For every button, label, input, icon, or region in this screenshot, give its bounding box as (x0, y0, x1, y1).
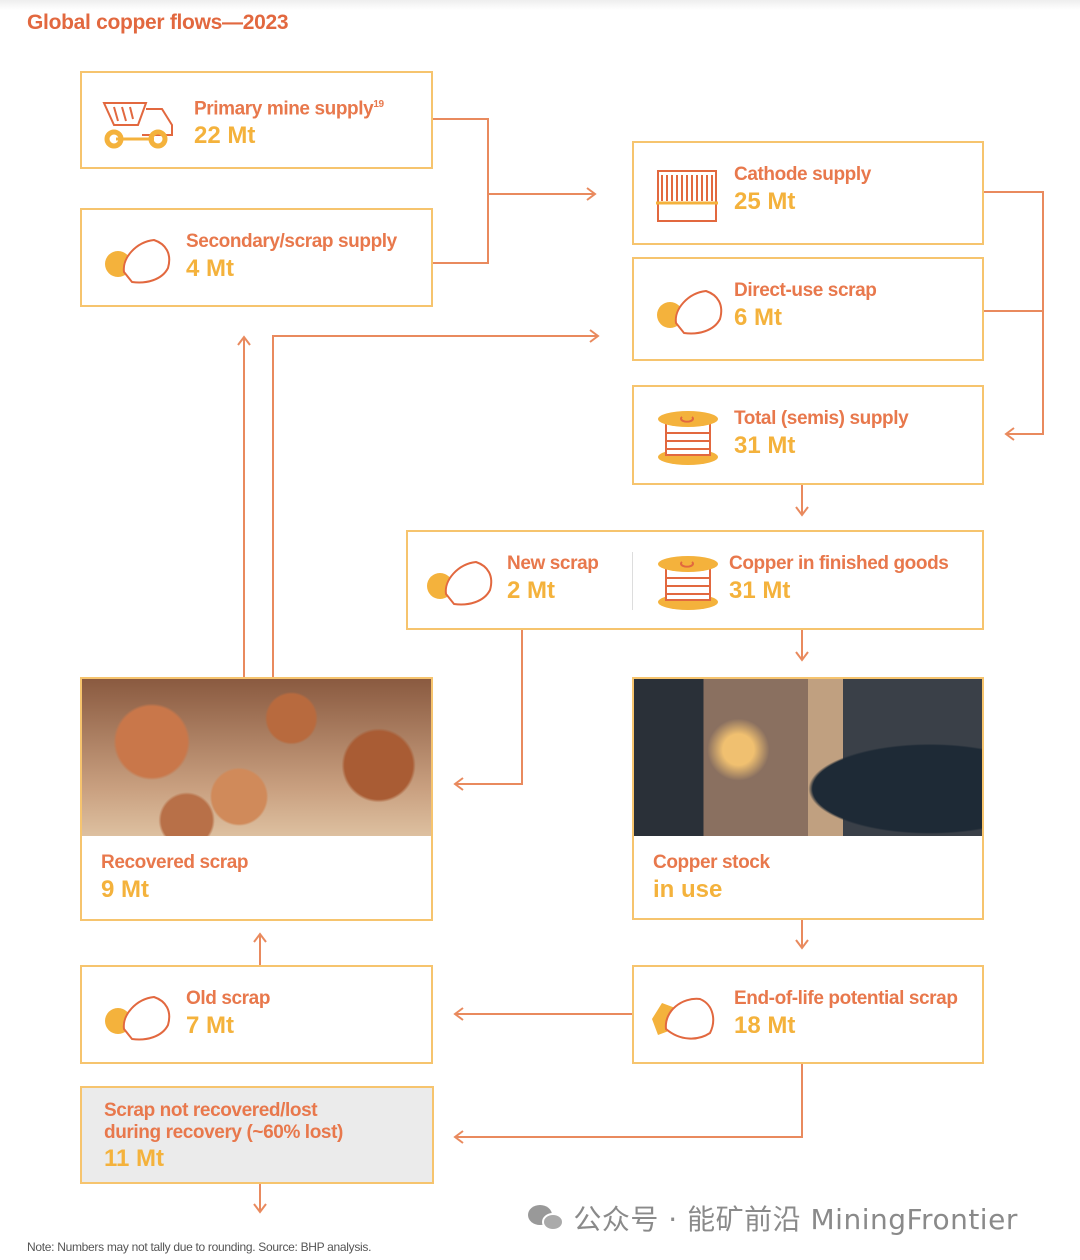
connector-supply-merge (433, 118, 489, 264)
node-label: Secondary/scrap supply (186, 231, 397, 252)
node-value: 2 Mt (507, 577, 555, 604)
node-label: Scrap not recovered/lost (104, 1100, 318, 1121)
copper-scrap-photo (82, 679, 431, 836)
top-bar (0, 0, 1080, 10)
node-value: 25 Mt (734, 188, 796, 215)
node-copper-stock-in-use: Copper stock in use (632, 677, 984, 920)
node-new-scrap-finished-goods: New scrap 2 Mt Copper in finished goods 31… (406, 530, 984, 630)
connector-new-scrap (455, 630, 523, 785)
node-value: 31 Mt (729, 577, 791, 604)
node-label: End-of-life potential scrap (734, 988, 958, 1009)
arrowhead-down (795, 506, 809, 517)
node-label: Old scrap (186, 988, 271, 1009)
wire-spool-icon (658, 411, 718, 465)
arrowhead-left (1004, 427, 1015, 441)
node-value: 9 Mt (101, 876, 149, 903)
node-label-line2: during recovery (~60% lost) (104, 1122, 343, 1143)
node-label: Cathode supply (734, 164, 871, 185)
arrowhead-down (253, 1203, 267, 1214)
node-direct-use-scrap: Direct-use scrap 6 Mt (632, 257, 984, 361)
node-label: Copper in finished goods (729, 553, 949, 574)
scrap-nugget-icon (105, 995, 171, 1041)
arrowhead-up (253, 932, 267, 943)
connector-recovered-direct (272, 335, 598, 677)
node-label: Total (semis) supply (734, 408, 909, 429)
node-primary-mine-supply: Primary mine supply19 22 Mt (80, 71, 433, 169)
scrap-nugget-icon (427, 560, 493, 606)
ev-charging-house-photo (634, 679, 982, 836)
connector-cathode-direct (984, 191, 1044, 435)
scrap-nugget-icon (105, 238, 171, 284)
arrowhead-left (453, 1130, 464, 1144)
node-total-semis-supply: Total (semis) supply 31 Mt (632, 385, 984, 485)
arrowhead-down (795, 939, 809, 950)
node-value: 4 Mt (186, 255, 234, 282)
wire-spool-icon (658, 556, 718, 610)
arrowhead-down (795, 651, 809, 662)
node-value: 18 Mt (734, 1012, 796, 1039)
watermark: 公众号 · 能矿前沿 MiningFrontier (528, 1198, 1018, 1238)
divider (632, 552, 633, 610)
mining-truck-icon (102, 102, 173, 149)
wechat-icon (528, 1205, 564, 1233)
node-cathode-supply: Cathode supply 25 Mt (632, 141, 984, 245)
node-value: 31 Mt (734, 432, 796, 459)
node-label-line2: in use (653, 876, 723, 903)
watermark-text: 公众号 · 能矿前沿 MiningFrontier (573, 1203, 1018, 1236)
arrowhead-left (453, 1007, 464, 1021)
scrap-chunks-icon (652, 997, 715, 1040)
node-value: 7 Mt (186, 1012, 234, 1039)
node-old-scrap: Old scrap 7 Mt (80, 965, 433, 1064)
node-label: Direct-use scrap (734, 280, 877, 301)
node-label: New scrap (507, 553, 599, 574)
connector-eol-lost (455, 1063, 803, 1138)
node-label: Recovered scrap (101, 852, 249, 873)
footnote: Note: Numbers may not tally due to round… (27, 1240, 372, 1254)
node-value: 22 Mt (194, 122, 256, 150)
node-end-of-life-scrap: End-of-life potential scrap 18 Mt (632, 965, 984, 1064)
node-secondary-scrap-supply: Secondary/scrap supply 4 Mt (80, 208, 433, 307)
node-scrap-lost: Scrap not recovered/lost during recovery… (80, 1086, 434, 1184)
page-title: Global copper flows—2023 (27, 11, 289, 34)
node-label: Primary mine supply (194, 98, 374, 120)
arrowhead-right (586, 187, 597, 201)
node-recovered-scrap: Recovered scrap 9 Mt (80, 677, 433, 921)
arrowhead-left (453, 777, 464, 791)
scrap-nugget-icon (657, 289, 723, 335)
footnote-ref: 19 (373, 99, 384, 110)
arrowhead-right (589, 329, 600, 343)
cathode-plates-icon (656, 170, 718, 222)
node-value: 6 Mt (734, 304, 782, 331)
node-label: Copper stock (653, 852, 770, 873)
arrowhead-up (237, 335, 251, 346)
node-value: 11 Mt (104, 1145, 165, 1172)
